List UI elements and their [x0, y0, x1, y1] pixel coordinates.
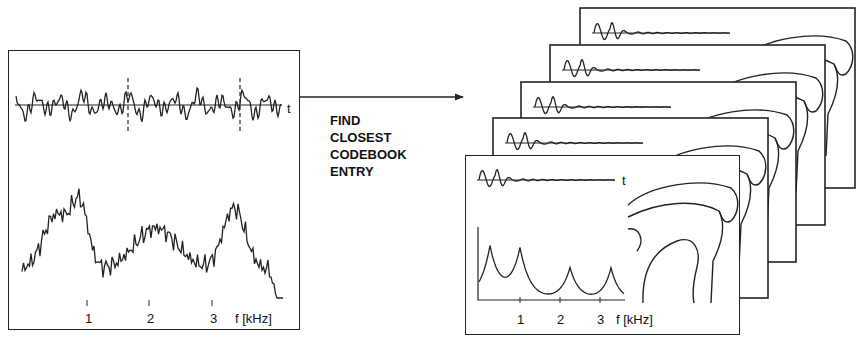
- time-axis-label: t: [287, 101, 291, 116]
- frequency-axis-label: 2: [147, 311, 154, 326]
- frequency-axis-label: 3: [597, 312, 604, 327]
- vocal-tract-outline: [719, 211, 731, 222]
- axis-tick: [520, 297, 521, 303]
- codebook-card: [465, 155, 740, 335]
- time-axis-label: t: [622, 173, 626, 188]
- vocal-tract-outline: [628, 183, 738, 221]
- spectral-envelope: [479, 246, 624, 295]
- frequency-axis-label: 1: [517, 312, 524, 327]
- frame-boundary: [127, 78, 128, 132]
- frequency-axis-label: f [kHz]: [616, 312, 653, 327]
- frequency-axis-label: f [kHz]: [235, 311, 272, 326]
- flow-arrow: [300, 96, 463, 98]
- axis-tick: [212, 300, 213, 306]
- frame-boundary: [239, 78, 240, 132]
- speech-waveform: [16, 88, 281, 122]
- vocal-tract-outline: [628, 203, 723, 303]
- codebook-entry: [465, 155, 740, 335]
- synthetic-waveform: [535, 97, 671, 114]
- axis-tick: [149, 300, 150, 306]
- synthetic-waveform: [564, 60, 700, 77]
- synthetic-waveform: [594, 23, 730, 40]
- axis-tick: [600, 297, 601, 303]
- codebook-card: t 1 2 3 f [kHz]: [465, 155, 740, 335]
- analysis-frame-box: t 1 2 3 f [kHz]: [8, 50, 300, 330]
- arrow-caption: FIND CLOSEST CODEBOOK ENTRY: [330, 112, 418, 180]
- vocal-tract-outline: [643, 240, 698, 303]
- vocal-tract-outline: [804, 101, 816, 112]
- vocal-tract-outline: [834, 64, 846, 75]
- frequency-axis-label: 2: [557, 312, 564, 327]
- frequency-axis-label: 3: [210, 311, 217, 326]
- speech-frame-figure: [15, 78, 283, 306]
- short-time-spectrum: [22, 189, 283, 298]
- vocal-tract-outline: [628, 229, 641, 251]
- frequency-axis-label: 1: [85, 311, 92, 326]
- synthetic-waveform: [507, 133, 643, 150]
- spectrum-axes: [478, 227, 625, 300]
- vocal-tract-outline: [747, 174, 759, 185]
- axis-tick: [560, 297, 561, 303]
- vocal-tract-outline: [775, 138, 787, 149]
- synthetic-waveform: [479, 170, 615, 187]
- axis-tick: [87, 300, 88, 306]
